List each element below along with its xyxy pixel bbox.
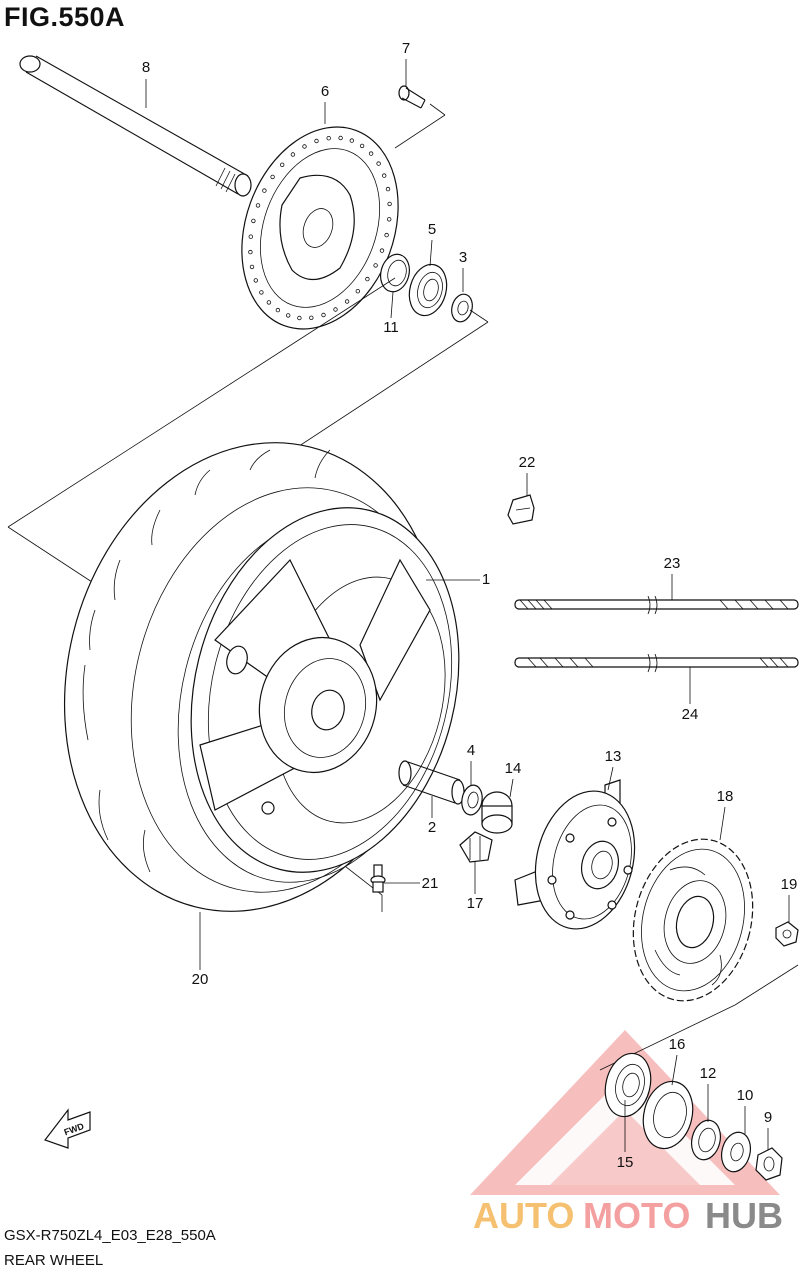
bolt-part bbox=[398, 85, 426, 109]
disc-hole bbox=[382, 173, 387, 178]
disc-hole bbox=[379, 248, 385, 253]
disc-hole bbox=[376, 161, 381, 166]
disc-hole bbox=[355, 289, 360, 294]
part-label-18: 18 bbox=[717, 788, 734, 805]
disc-hole bbox=[333, 307, 338, 312]
nut-part bbox=[775, 921, 799, 947]
disc-hole bbox=[251, 218, 256, 224]
part-label-21: 21 bbox=[422, 875, 439, 892]
leader-line-11 bbox=[390, 291, 394, 319]
watermark-text: AUTO MOTO HUB bbox=[473, 1195, 783, 1236]
disc-hole bbox=[290, 152, 296, 157]
part-label-13: 13 bbox=[605, 748, 622, 765]
disc-hole bbox=[270, 174, 275, 180]
disc-hole bbox=[309, 315, 314, 320]
disc-hole bbox=[249, 264, 255, 270]
leader-line-16 bbox=[671, 1054, 678, 1086]
clamp-part bbox=[507, 494, 535, 525]
leader-line-18 bbox=[719, 806, 726, 841]
disc-hole bbox=[338, 135, 343, 141]
leader-lines bbox=[145, 59, 790, 1152]
disc-hole bbox=[253, 278, 258, 283]
disc-hole bbox=[259, 290, 264, 295]
disc-hole bbox=[373, 263, 378, 268]
disc-hole bbox=[349, 138, 354, 143]
brake-disc-part bbox=[241, 126, 399, 330]
part-label-16: 16 bbox=[669, 1036, 686, 1053]
watermark-hub: HUB bbox=[705, 1195, 783, 1236]
disc-hole bbox=[385, 186, 391, 192]
part-label-11: 11 bbox=[383, 319, 399, 336]
disc-hole bbox=[359, 143, 365, 149]
part-label-22: 22 bbox=[519, 454, 536, 471]
part-label-4: 4 bbox=[467, 742, 475, 759]
part-label-1: 1 bbox=[482, 571, 490, 588]
disc-hole bbox=[255, 203, 261, 208]
disc-hole bbox=[302, 144, 307, 149]
part-label-8: 8 bbox=[142, 59, 150, 76]
part-label-14: 14 bbox=[505, 760, 522, 777]
bush-part bbox=[481, 791, 513, 834]
disc-hole bbox=[248, 234, 253, 239]
part-label-23: 23 bbox=[664, 555, 681, 572]
axle-part bbox=[19, 55, 252, 197]
disc-hole bbox=[314, 138, 319, 144]
spacer-part bbox=[451, 293, 473, 323]
disc-hole bbox=[266, 300, 272, 305]
disc-hole bbox=[262, 188, 267, 193]
part-label-10: 10 bbox=[737, 1087, 754, 1104]
sleeve-part bbox=[690, 1119, 722, 1161]
disc-hole bbox=[297, 315, 302, 321]
axle-nut-part bbox=[755, 1147, 783, 1181]
oil-seal-part bbox=[642, 1080, 694, 1150]
figure-name: REAR WHEEL bbox=[4, 1252, 104, 1269]
leader-line-14 bbox=[509, 778, 514, 798]
valve-part bbox=[370, 864, 386, 893]
disc-hole bbox=[344, 299, 350, 304]
part-label-24: 24 bbox=[682, 706, 699, 723]
rear-rim-part bbox=[190, 507, 460, 873]
fwd-arrow-icon: FWD bbox=[44, 1108, 91, 1149]
sprocket-drum-part bbox=[514, 779, 636, 930]
chain-strip-upper bbox=[514, 595, 799, 615]
disc-hole bbox=[280, 162, 285, 167]
disc-hole bbox=[387, 201, 392, 207]
axle-spacer-part bbox=[398, 760, 465, 805]
leader-line-13 bbox=[607, 766, 614, 791]
watermark-auto: AUTO bbox=[473, 1195, 574, 1236]
watermark-moto: MOTO bbox=[583, 1195, 690, 1236]
sprocket-part bbox=[632, 838, 754, 1002]
disc-hole bbox=[321, 312, 326, 318]
part-label-17: 17 bbox=[467, 895, 484, 912]
part-label-20: 20 bbox=[192, 971, 209, 988]
bearing-part bbox=[408, 263, 448, 317]
disc-hole bbox=[286, 313, 291, 318]
figure-code: GSX-R750ZL4_E03_E28_550A bbox=[4, 1227, 216, 1244]
cushion-part bbox=[459, 831, 493, 863]
leader-line-5 bbox=[429, 239, 433, 267]
part-label-15: 15 bbox=[617, 1154, 634, 1171]
bearing-left-part bbox=[461, 784, 483, 816]
part-label-19: 19 bbox=[781, 876, 798, 893]
disc-hole bbox=[326, 135, 331, 141]
part-label-2: 2 bbox=[428, 819, 436, 836]
part-label-6: 6 bbox=[321, 83, 329, 100]
figure-title: FIG.550A bbox=[4, 2, 126, 32]
disc-hole bbox=[365, 276, 370, 282]
disc-hole bbox=[275, 307, 281, 313]
disc-hole bbox=[384, 232, 389, 238]
washer-part bbox=[720, 1131, 752, 1173]
disc-hole bbox=[248, 249, 253, 255]
chain-strip-lower bbox=[514, 653, 799, 673]
part-label-3: 3 bbox=[459, 249, 467, 266]
disc-hole bbox=[368, 151, 374, 156]
part-label-9: 9 bbox=[764, 1109, 772, 1126]
disc-hole bbox=[387, 217, 392, 222]
brake-disc-holes bbox=[248, 135, 392, 321]
part-label-7: 7 bbox=[402, 40, 410, 57]
part-label-5: 5 bbox=[428, 221, 436, 238]
part-label-12: 12 bbox=[700, 1065, 717, 1082]
